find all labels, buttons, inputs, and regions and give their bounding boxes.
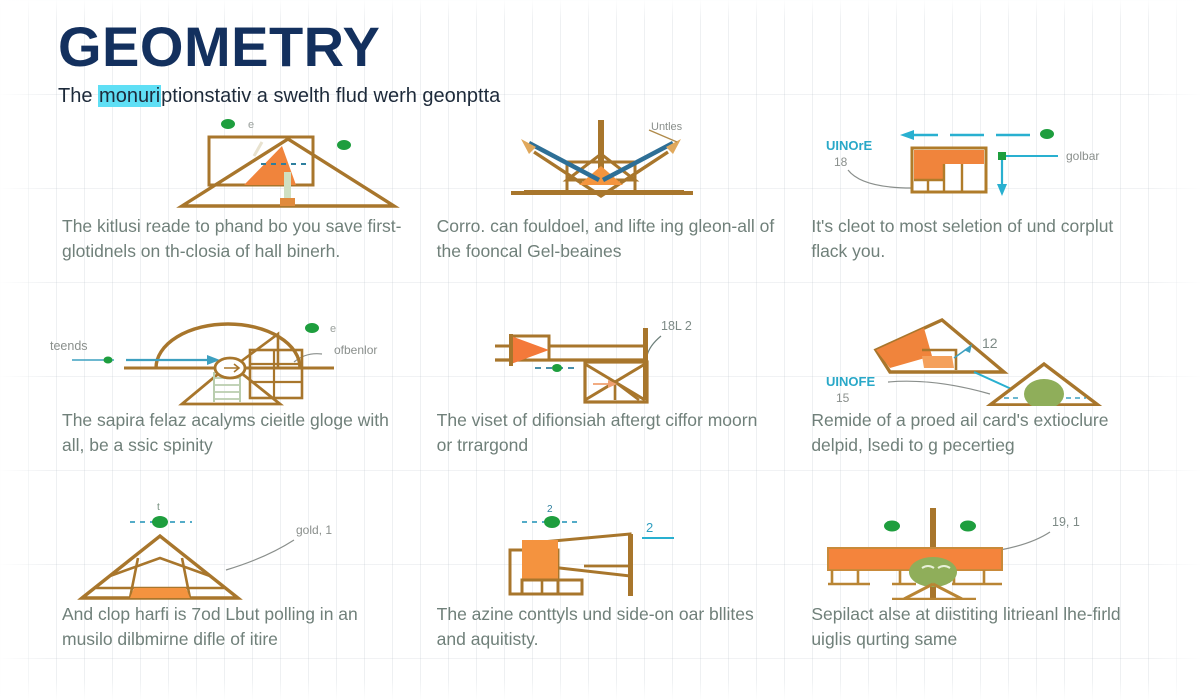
leader-line [646,335,662,357]
green-square-icon [997,152,1006,160]
beam-legs [830,570,985,584]
orange-triangle-fill [578,166,623,185]
top-band [913,150,984,164]
mid-block [913,164,944,180]
page-title: GEOMETRY [58,15,381,78]
green-dot-icon [1039,129,1054,139]
subtitle-highlight: monuri [98,84,162,107]
cell-caption: The azine conttyls und side-on oar bllit… [436,604,754,649]
cell-caption: And clop harfi is 7od Lbut polling in an… [62,604,358,649]
arc-compass-diagram: teends e ofbenlor [48,306,411,406]
right-arrow-head [665,139,681,154]
subtitle-text-after: ptionstativ a swelth flud werh geonptta [161,84,501,107]
green-dot-icon [551,364,562,372]
left-arrow-head [520,139,536,154]
cell-label: 19, 1 [1052,515,1080,529]
truss-brace [613,380,640,402]
cell-label-code: UINOFE [826,374,875,389]
box-grid [250,350,303,398]
pyramid-tier-1 [109,556,211,578]
symmetric-truss-diagram: Untles [423,112,786,208]
balance-beam-diagram: 19, 1 [797,500,1160,600]
green-ellipse-pivot [908,557,957,587]
triangle-rectangle-diagram: e [48,112,411,208]
cell-caption: Remide of a proed ail card's extioclure … [811,410,1109,455]
green-dot-icon [103,356,113,364]
cell-caption: Sepilact alse at diistiting litrieanl lh… [811,604,1121,649]
cell-label-right: golbar [1066,149,1099,163]
cell-caption: The viset of difionsiah aftergt ciffor m… [436,410,758,455]
cell-label: gold, 1 [296,523,332,537]
green-dot-icon [152,516,169,528]
cell-label-number: 12 [982,335,998,351]
diagram-cell-arc-compass: teends e ofbenlor [48,306,411,496]
cell-caption: The sapira felaz acalyms cieitle gloge w… [62,410,389,455]
diagram-cell-balance-beam: 19, 1 Sepilact alse at diistiting litrie… [797,500,1160,690]
cell-label: 2 [646,520,653,535]
ladder-rungs [214,377,241,400]
pyramid-base-fill [130,588,191,598]
subtitle-text-before: The [58,84,99,107]
green-dot-icon [883,520,900,532]
cell-label-code: UINOrE [826,138,873,153]
green-dot-icon [543,516,560,528]
pyramid-diagram: t gold, 1 [48,500,411,600]
header: GEOMETRY The monuriptionstativ a swelth … [58,15,1158,108]
arrow-head-left [899,130,914,140]
cell-label: 18L 2 [661,319,692,333]
foot-bar [520,578,584,596]
diagram-cell-flag-truss: 18L 2 The viset of difio [423,306,786,496]
diagram-cell-block-grid: UINOrE 18 golbar It's cleot to most sele… [797,112,1160,302]
vertical-bar [284,172,291,198]
leader-line [847,169,912,189]
leader-line [999,531,1050,551]
leader-line [226,539,295,571]
cell-label-number: 18 [834,155,848,169]
cell-label: Untles [651,121,683,133]
cell-label: e [330,323,336,335]
block-grid-diagram: UINOrE 18 golbar [797,112,1160,208]
cell-caption: The kitlusi reade to phand bo you save f… [62,216,402,261]
diagram-cell-crane-flag: 2 2 The azine conttyls und side-on oar b… [423,500,786,690]
diagram-cell-triangle-rect: e The kitlusi reade to phand bo you save… [48,112,411,302]
diagram-cell-symmetric-truss: Untles Corro. can fouldoel, and lif [423,112,786,302]
page-subtitle: The monuriptionstativ a swelth flud werh… [58,84,1158,108]
diagram-cell-pyramid: t gold, 1 And clop harfi is 7od Lbut pol… [48,500,411,690]
crane-flag-diagram: 2 2 [423,500,786,596]
cell-label-left: teends [50,339,88,353]
diagram-grid: e The kitlusi reade to phand bo you save… [48,112,1160,690]
cell-label-right: ofbenlor [334,343,377,357]
cell-caption: Corro. can fouldoel, and lifte ing gleon… [436,216,775,261]
green-dot-icon [221,119,235,129]
base-block [280,198,295,206]
green-dot-icon [305,323,320,333]
green-dot-icon [959,520,976,532]
cell-label-number2: 15 [836,391,850,405]
flag-truss-diagram: 18L 2 [423,306,786,404]
right-box [249,348,304,400]
leader-line [887,380,990,395]
ramp-triangle-diagram: 12 UINOFE 15 [797,306,1160,406]
arrow-head-down [996,184,1007,196]
diagram-cell-ramp-triangle: 12 UINOFE 15 Remide of a proed ail card'… [797,306,1160,496]
top-marker-label: t [157,502,160,513]
cell-label: e [248,119,254,131]
ramp-fill-lower [921,356,954,368]
top-marker-label: 2 [547,504,553,515]
green-dot-icon [337,140,351,150]
cell-caption: It's cleot to most seletion of und corpl… [811,216,1114,261]
